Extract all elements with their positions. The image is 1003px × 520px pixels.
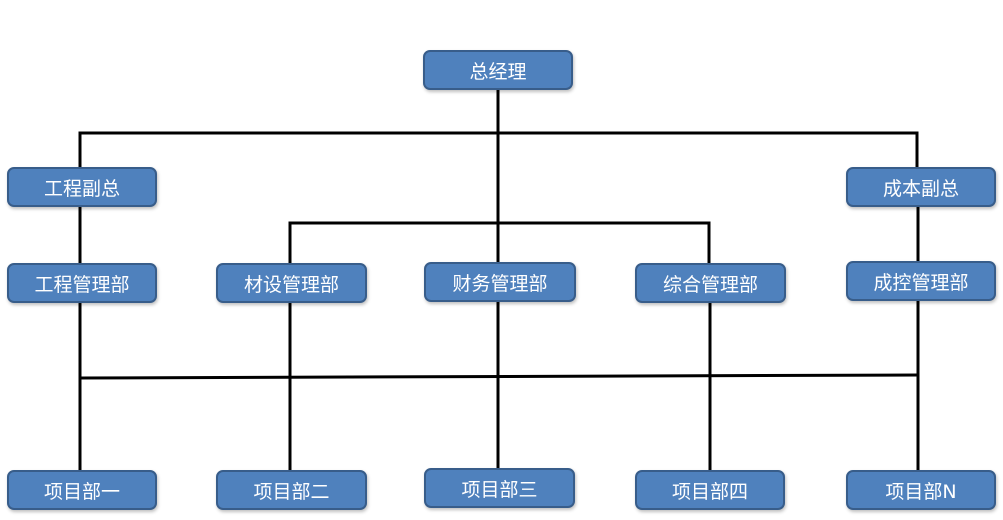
project-dept-2-box: 项目部二 [216,470,367,510]
vp-cost-box: 成本副总 [846,167,996,207]
finance-dept-box: 财务管理部 [424,262,576,302]
project-dept-4-box: 项目部四 [635,470,785,510]
project-dept-n-box: 项目部N [846,470,996,510]
cost-control-dept-box: 成控管理部 [846,261,996,301]
general-manager-box: 总经理 [423,50,573,90]
engineering-dept-box: 工程管理部 [7,263,157,303]
materials-dept-box: 材设管理部 [216,263,367,303]
general-dept-box: 综合管理部 [635,263,786,303]
project-dept-3-box: 项目部三 [424,468,575,508]
project-dept-1-box: 项目部一 [7,470,157,510]
vp-engineering-box: 工程副总 [7,167,157,207]
